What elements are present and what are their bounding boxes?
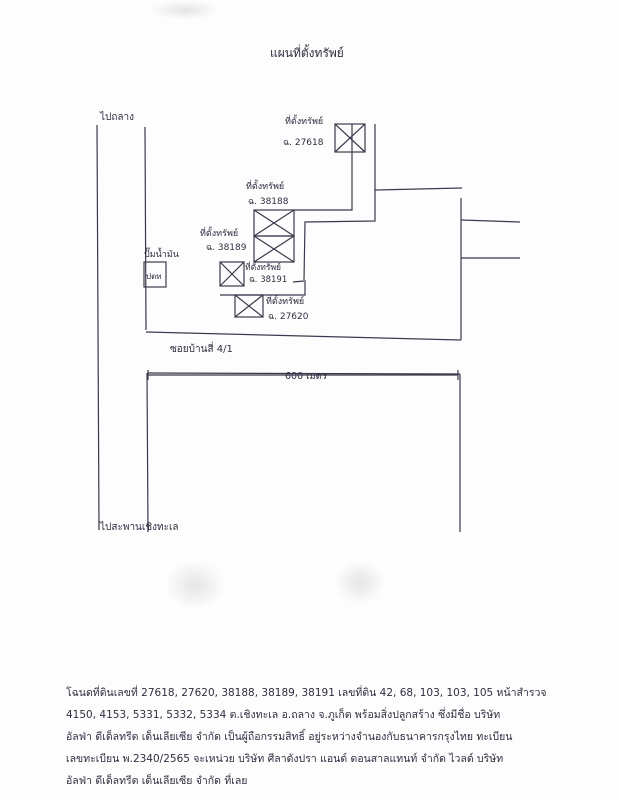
description-line: 4150, 4153, 5331, 5332, 5334 ต.เชิงทะเล …	[66, 709, 501, 721]
access-lane	[292, 280, 305, 283]
gas-station-label: ปั๊มน้ำมัน	[144, 247, 179, 260]
access-lane	[293, 124, 353, 211]
gas-station-brand: ปตท	[146, 272, 162, 281]
parcel-deed: ฉ. 38188	[248, 197, 289, 207]
main-road-left-edge	[96, 124, 100, 531]
scan-smudge	[335, 560, 385, 605]
distance-label: 600 เมตร	[285, 371, 327, 382]
access-lane	[303, 187, 463, 281]
scan-smudge	[150, 0, 220, 20]
scan-smudge	[165, 560, 225, 610]
parcel-deed: ฉ. 38191	[249, 275, 287, 285]
parcel-label: ที่ตั้งทรัพย์	[266, 294, 304, 307]
road-label-top: ไปถลาง	[99, 111, 134, 123]
description-line: เลขทะเบียน พ.2340/2565 จะเหน่วย บริษัท ศ…	[66, 753, 504, 765]
parcel-38188-box	[253, 209, 295, 237]
parcel-27620-box	[234, 294, 264, 318]
parcel-deed: ฉ. 38189	[206, 243, 247, 253]
parcel-38191-box	[219, 261, 245, 287]
main-road-right-edge	[144, 126, 147, 331]
side-road-top	[460, 219, 521, 223]
parcel-27618-box	[334, 123, 366, 153]
description-line: โฉนดที่ดินเลขที่ 27618, 27620, 38188, 38…	[66, 687, 547, 699]
parcel-label: ที่ตั้งทรัพย์	[245, 261, 281, 273]
parcel-38189-box	[253, 235, 295, 263]
parcel-label: ที่ตั้งทรัพย์	[200, 226, 238, 239]
description-line: อัลฟ่า ดีเด็ลทรีต เด็นเลียเซีย จำกัด ที่…	[66, 775, 248, 787]
parcel-label: ที่ตั้งทรัพย์	[285, 114, 323, 127]
map-title: แผนที่ตั้งทรัพย์	[270, 46, 344, 60]
property-description: โฉนดที่ดินเลขที่ 27618, 27620, 38188, 38…	[66, 682, 611, 792]
soi-label: ซอยบ้านสี่ 4/1	[170, 341, 233, 355]
parcel-deed: ฉ. 27620	[268, 312, 309, 322]
parcel-label: ที่ตั้งทรัพย์	[246, 179, 284, 192]
location-map: ไปถลาง ไปสะพานเชิงทะเล ปั๊มน้ำมัน ปตท ซอ…	[96, 111, 521, 533]
soi-top-edge	[145, 331, 462, 341]
gas-station-box	[143, 261, 167, 288]
description-line: อัลฟ่า ดีเด็ลทรีต เด็นเลียเซีย จำกัด เป็…	[66, 731, 513, 743]
parcel-deed: ฉ. 27618	[283, 138, 324, 148]
soi-bottom-edge	[147, 372, 461, 375]
road-label-bottom: ไปสะพานเชิงทะเล	[99, 521, 179, 533]
main-road-right-edge-lower	[146, 372, 149, 533]
